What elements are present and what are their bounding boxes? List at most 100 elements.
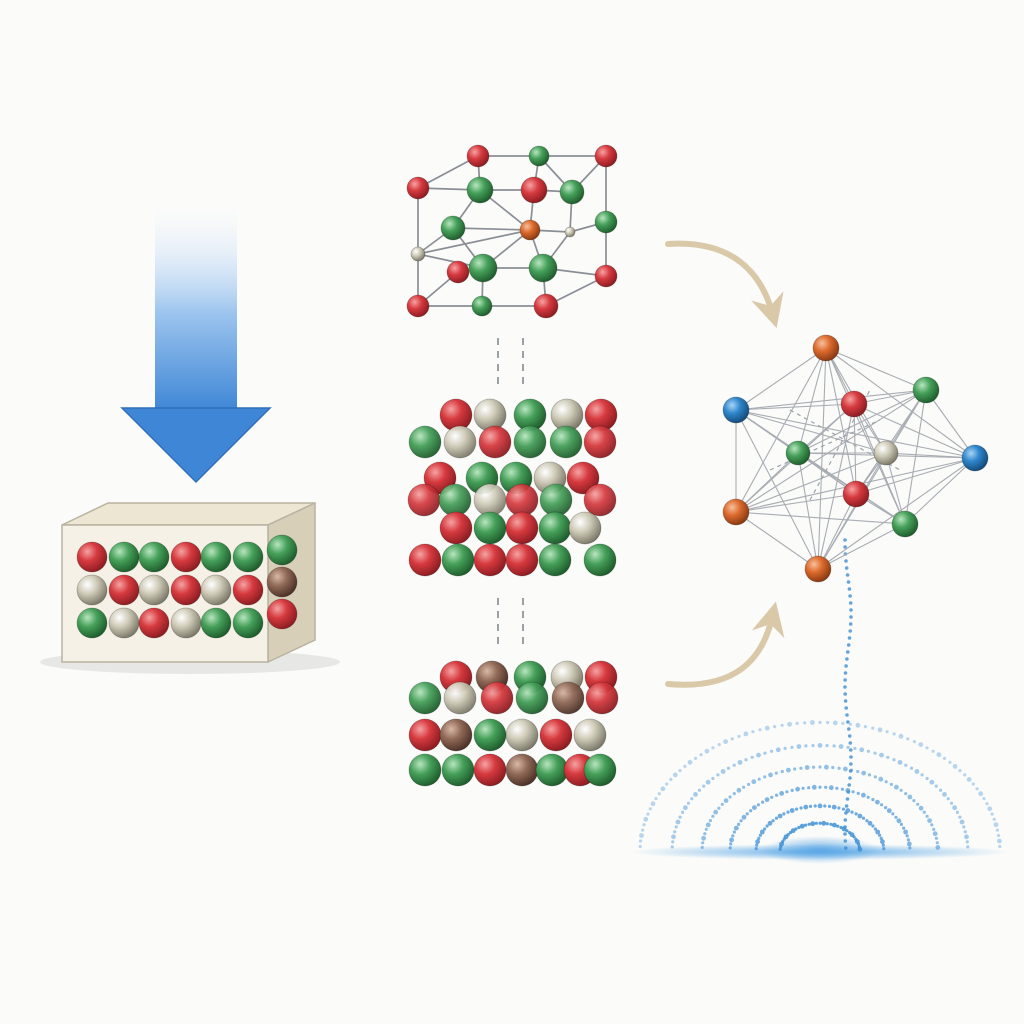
diffraction-dot [935,845,941,850]
diffraction-dot [837,806,841,810]
red-atom [266,598,298,630]
bond-line [825,347,927,391]
diffraction-dot [990,812,994,816]
diffraction-dot [906,737,910,741]
cluster-network [722,334,989,583]
diffraction-dot [723,798,729,803]
diffraction-beam [843,538,853,850]
beam-dot [843,832,847,836]
diffraction-dot [782,812,786,816]
diffraction-dot [779,791,785,796]
diffraction-dot [963,773,967,777]
diffraction-dot [807,786,811,790]
diffraction-dot [741,814,747,820]
diffraction-dot [835,786,839,790]
diffraction-dot [818,720,822,725]
bond-line [853,403,857,495]
beam-dot [843,671,848,675]
orange-atom [804,555,832,583]
diffraction-dot [683,805,688,811]
diffraction-dot [672,772,678,778]
diffraction-dot [856,769,860,774]
diffraction-dot [952,805,957,811]
diffraction-dot [665,782,669,786]
diffraction-dot [777,813,783,819]
beam-dot [848,741,853,745]
green-atom [441,753,475,787]
diffraction-dot [846,745,850,750]
diffraction-dot [774,771,778,775]
gray-atom [200,574,232,606]
diffraction-dot [763,827,767,831]
diffraction-dot [905,834,909,838]
diffraction-dot [871,798,875,802]
diffraction-dot [705,779,711,785]
diffraction-dot [879,752,884,758]
beam-dot [849,615,853,619]
diffraction-dot [752,805,757,810]
green-atom [473,511,507,545]
diffraction-dot [899,788,903,792]
diffraction-dot [639,839,643,843]
diffraction-dot [925,776,929,781]
diffraction-dot [942,792,947,797]
green-atom [438,483,472,517]
diffraction-dot [831,765,835,770]
bond-line [825,347,857,495]
diffraction-dot [704,827,708,831]
diffraction-dot [799,823,805,829]
diffraction-dot [929,779,935,785]
diffraction-dot [810,821,816,827]
green-atom [471,295,493,317]
diffraction-dot [693,792,698,797]
diffraction-dot [678,815,682,819]
diffraction-dot [773,725,777,729]
green-atom [408,425,442,459]
green-atom [785,440,811,466]
diffraction-dot [701,835,706,841]
diffraction-dot [865,819,869,823]
red-atom [585,681,619,715]
diffraction-dot [975,787,979,791]
diffraction-dot [700,845,704,850]
diffraction-dot [993,822,999,828]
diffraction-dot [884,780,888,784]
diffraction-dot [755,843,759,847]
diffraction-dot [902,826,906,830]
diffraction-dot [966,777,972,782]
diffraction-dot [942,756,947,761]
bond-line [735,347,827,513]
diffraction-dot [745,812,749,816]
diffraction-dot [859,747,865,753]
bond-line [817,523,906,570]
diffraction-dot [832,720,838,726]
diffraction-dot [654,797,658,801]
diffraction-dot [702,784,706,788]
diffraction-dot [693,756,698,761]
diffraction-dot [732,763,736,767]
diffraction-dot [638,844,642,849]
diffraction-dot [861,816,866,820]
diffraction-dot [817,803,823,809]
red-atom [505,511,539,545]
diffraction-dot [731,834,735,838]
diffraction-dot [964,834,969,840]
curved-arrows [665,240,785,688]
green-atom [535,753,569,787]
diffraction-dot [790,745,794,750]
green-atom [408,753,442,787]
diffraction-dot [671,840,675,844]
red-atom [480,681,514,715]
diffraction-dot [775,747,781,753]
beam-dot [848,622,853,626]
diffraction-dot [878,833,882,837]
beam-dot [846,790,851,794]
blue-atom [961,444,989,472]
diffraction-dot [765,824,769,828]
green-atom [232,607,264,639]
diffraction-dot [657,792,661,796]
diffraction-dot [795,807,799,811]
diffraction-dot [780,723,784,727]
diffraction-dot [916,802,920,806]
